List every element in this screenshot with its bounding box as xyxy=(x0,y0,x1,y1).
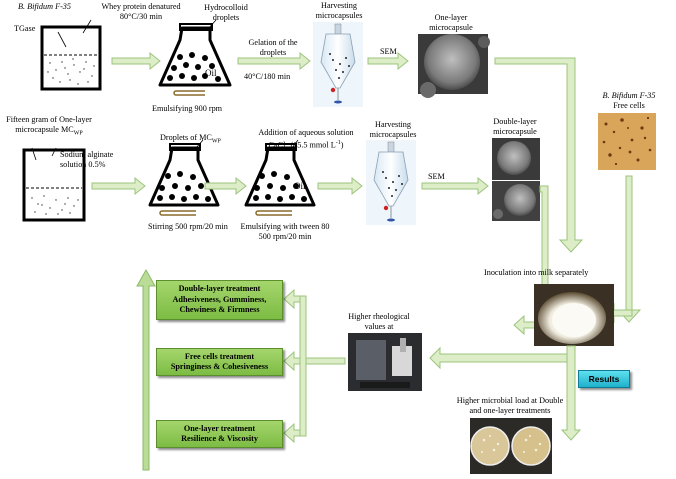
arrow-to-double-treatment xyxy=(283,288,301,310)
arrow-milk-to-rheology xyxy=(429,346,568,370)
flask-hydrocolloid xyxy=(158,19,232,96)
gelation-temp-label: 40°C/180 min xyxy=(244,72,291,81)
beaker-one-layer-mc xyxy=(22,147,86,222)
arrow-4 xyxy=(91,176,146,196)
sem-image-double-layer xyxy=(492,138,540,221)
sem-image-one-layer xyxy=(418,34,490,98)
treatment-box-one-layer: One-layer treatment Resilience & Viscosi… xyxy=(156,420,283,448)
results-badge: Results xyxy=(578,370,630,388)
sem-label-row1: SEM xyxy=(380,47,397,56)
arrow-6 xyxy=(317,176,363,196)
arrow-treatment-vertical xyxy=(299,295,307,437)
tgase-label: TGase xyxy=(14,24,36,33)
arrow-to-free-treatment xyxy=(283,350,301,372)
rheometer-image xyxy=(348,333,422,391)
arrow-rheology-left xyxy=(299,357,346,365)
emulsify-label-row1: Emulsifying 900 rpm xyxy=(152,104,223,113)
treatment-box-free-cells: Free cells treatment Springiness & Cohes… xyxy=(156,348,283,376)
beaker-whey-protein xyxy=(40,19,102,91)
arrow-3 xyxy=(367,51,409,71)
oil-label-2: Oil xyxy=(294,181,306,191)
arrow-free-cells-down xyxy=(616,175,642,323)
arrow-5 xyxy=(204,176,247,196)
flask-droplets-mc xyxy=(148,139,220,216)
arrow-to-one-layer-treatment xyxy=(283,422,301,444)
arrow-2 xyxy=(237,51,311,71)
oil-label-1: Oil xyxy=(205,68,217,78)
flask-emulsify-double xyxy=(244,139,316,216)
fifteen-gram-label: Fifteen gram of One-layer microcapsule M… xyxy=(6,115,92,137)
separatory-funnel-2 xyxy=(366,140,416,225)
stirring-label: Stirring 500 rpm/20 min xyxy=(148,222,228,231)
arrow-1 xyxy=(111,51,161,71)
addition-label: Addition of aqueous solution CaCl2 (65.5… xyxy=(258,128,354,153)
arrow-milk-down xyxy=(560,345,582,441)
inoculation-label: Inoculation into milk separately xyxy=(484,268,589,277)
free-cells-image xyxy=(598,113,656,170)
separatory-funnel-1 xyxy=(313,22,363,107)
arrow-one-layer-to-milk xyxy=(494,57,584,253)
milk-image xyxy=(534,284,614,346)
sem-label-row2: SEM xyxy=(428,172,445,181)
treatment-box-double-layer: Double-layer treatment Adhesiveness, Gum… xyxy=(156,280,283,320)
arrow-increase-vertical xyxy=(136,268,156,471)
petri-dishes-image xyxy=(470,418,552,474)
bifidum-label-row1: B. Bifidum F-35 xyxy=(18,2,71,11)
arrow-7 xyxy=(421,176,489,196)
droplets-mc-label: Droplets of MCWP xyxy=(160,133,221,145)
